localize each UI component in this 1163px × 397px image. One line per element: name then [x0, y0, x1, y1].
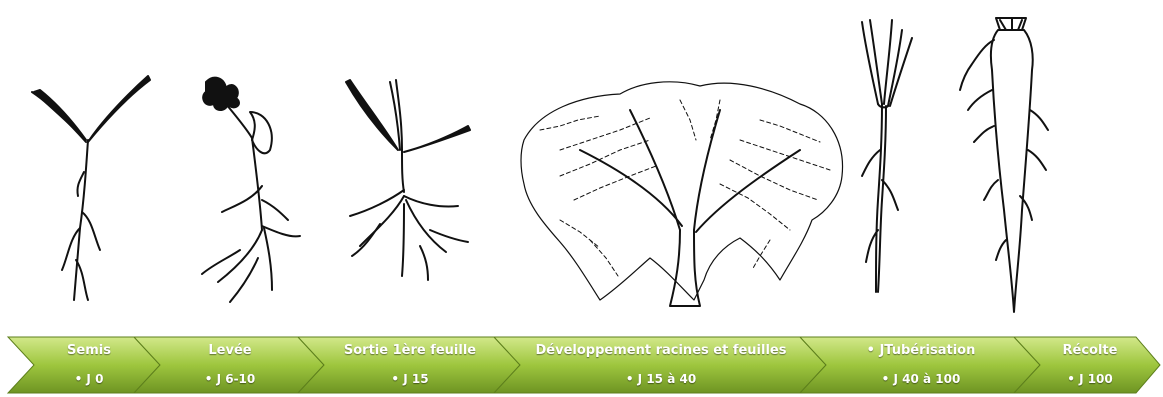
stage-day: • J 15 à 40: [625, 372, 697, 386]
stage-title: Levée: [208, 343, 252, 358]
stage-first-leaf: Sortie 1ère feuille • J 15: [324, 333, 496, 397]
stage-title: Récolte: [1062, 343, 1118, 358]
illustrations: [31, 17, 1049, 313]
tuberization-illustration: [861, 19, 913, 293]
stage-development: Développement racines et feuilles • J 15…: [520, 333, 802, 397]
timeline-chevrons: [6, 336, 1161, 394]
first-leaf-illustration: [345, 79, 471, 281]
stage-tuberization: • JTubérisation • J 40 à 100: [826, 333, 1016, 397]
stage-title: Sortie 1ère feuille: [343, 343, 477, 358]
stage-title: Semis: [67, 343, 111, 358]
stage-day: • J 0: [74, 372, 104, 386]
stage-title: • JTubérisation: [866, 343, 976, 358]
stage-day: • J 100: [1067, 372, 1113, 386]
stage-day: • J 6-10: [204, 372, 256, 386]
carrot-root-illustration: [959, 17, 1049, 313]
stage-harvest: Récolte • J 100: [1040, 333, 1140, 397]
stage-levee: Levée • J 6-10: [160, 333, 300, 397]
stage-title: Développement racines et feuilles: [535, 343, 787, 358]
foliage-illustration: [520, 81, 844, 307]
chevron-harvest: [1012, 336, 1161, 394]
stage-day: • J 15: [391, 372, 429, 386]
emergence-illustration: [201, 76, 301, 303]
stage-day: • J 40 à 100: [881, 372, 961, 386]
stage-semis: Semis • J 0: [34, 333, 144, 397]
seedling-illustration: [31, 75, 151, 301]
